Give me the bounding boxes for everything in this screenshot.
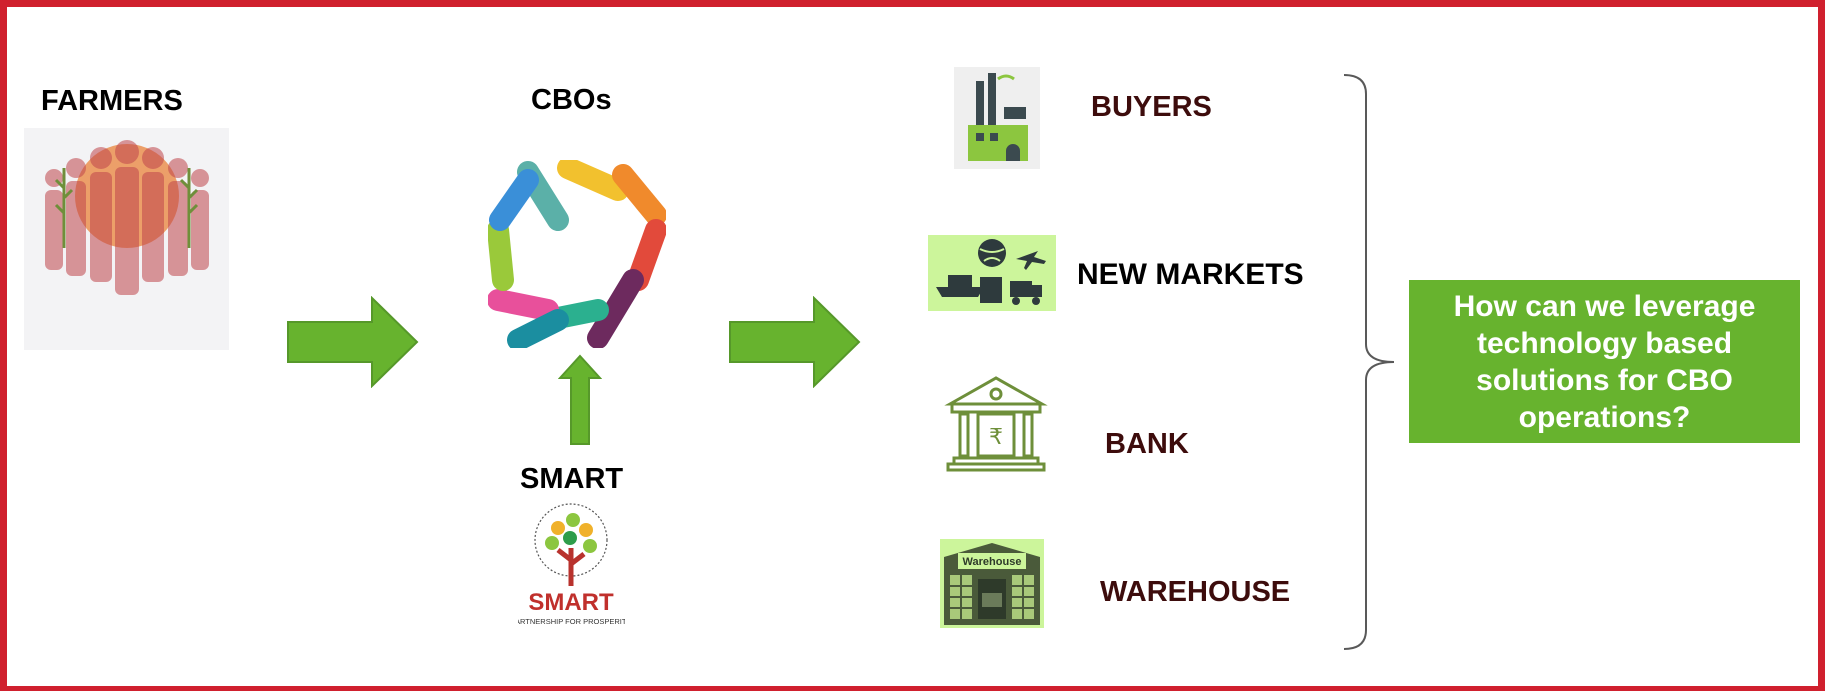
key-question-callout: How can we leverage technology based sol…: [1409, 280, 1800, 443]
key-question-text: How can we leverage technology based sol…: [1453, 289, 1756, 434]
bank-label: BANK: [1105, 428, 1189, 460]
warehouse-label: WAREHOUSE: [1100, 576, 1291, 608]
cbos-label: CBOs: [531, 84, 612, 116]
smart-logo-text: SMART: [528, 589, 614, 616]
warehouse-icon: Warehouse: [940, 539, 1044, 628]
smart-label: SMART: [520, 463, 624, 495]
arrow-cbos-to-targets: [729, 296, 861, 388]
warehouse-sign: Warehouse: [963, 556, 1022, 568]
farmers-label: FARMERS: [41, 85, 183, 117]
smart-logo: SMART PARTNERSHIP FOR PROSPERITY: [518, 498, 625, 630]
linked-hands-icon: [488, 160, 666, 348]
bank-icon: ₹: [944, 376, 1048, 472]
right-curly-brace: [1343, 74, 1395, 650]
farmers-group-icon: [24, 128, 229, 350]
new-markets-label: NEW MARKETS: [1077, 258, 1304, 291]
arrow-smart-to-cbos: [558, 354, 602, 445]
arrow-farmers-to-cbos: [287, 296, 419, 388]
buyers-label: BUYERS: [1091, 91, 1212, 123]
factory-icon: [954, 67, 1040, 169]
rupee-symbol: ₹: [989, 425, 1003, 450]
global-trade-icon: [928, 235, 1056, 311]
smart-logo-tagline: PARTNERSHIP FOR PROSPERITY: [518, 617, 625, 626]
